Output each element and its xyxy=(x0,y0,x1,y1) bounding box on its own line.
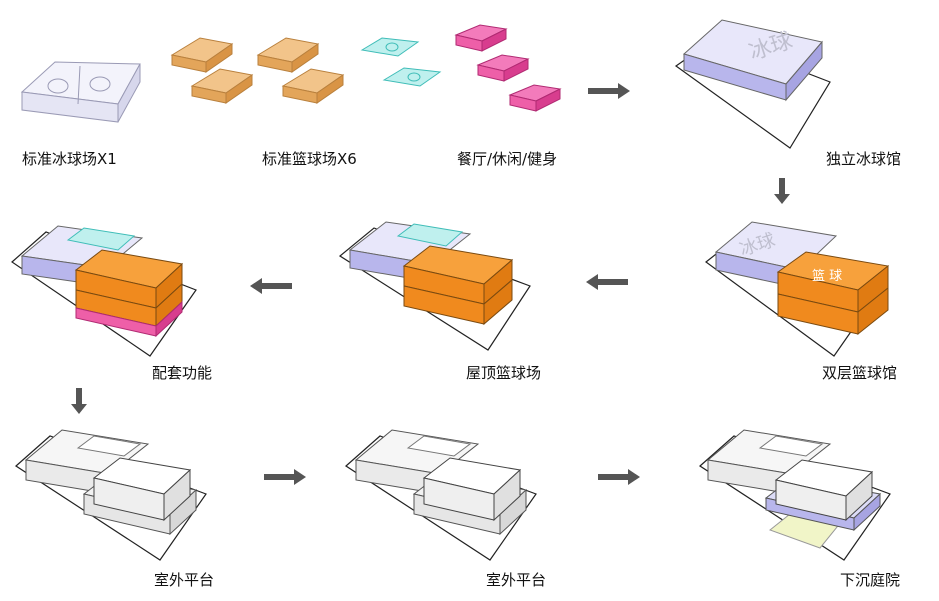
arrow-right-icon xyxy=(264,469,306,485)
label-sunken-courtyard: 下沉庭院 xyxy=(840,571,901,589)
court-tile xyxy=(256,37,320,73)
svg-text:篮 球: 篮 球 xyxy=(812,269,842,284)
arrow-down-icon xyxy=(71,388,87,414)
double-layer-basketball-diagram: 冰球 篮 球 xyxy=(705,221,890,357)
arrow-right-icon xyxy=(588,83,630,99)
arrow-left-icon xyxy=(586,274,628,290)
amenity-courts-teal xyxy=(360,37,442,87)
court-tile xyxy=(190,68,254,104)
arrow-left-icon xyxy=(250,278,292,294)
sunken-courtyard-diagram xyxy=(699,429,891,561)
independent-ice-arena-diagram: 冰球 xyxy=(674,19,831,149)
outdoor-platform-diagram-1 xyxy=(15,429,207,561)
label-independent-ice-arena: 独立冰球馆 xyxy=(826,150,902,168)
label-double-layer-basketball: 双层篮球馆 xyxy=(822,364,898,382)
label-supporting-functions: 配套功能 xyxy=(152,364,213,382)
label-outdoor-platform-1: 室外平台 xyxy=(154,571,215,589)
ice-rink-block xyxy=(20,61,141,123)
label-rooftop-court: 屋顶篮球场 xyxy=(466,364,542,382)
outdoor-platform-diagram-2 xyxy=(345,429,537,561)
supporting-functions-diagram xyxy=(11,225,197,357)
label-basketball-courts: 标准篮球场X6 xyxy=(262,150,357,168)
court-tile xyxy=(170,37,234,73)
basketball-court-tiles xyxy=(170,37,345,104)
arrow-down-icon xyxy=(774,178,790,204)
label-outdoor-platform-2: 室外平台 xyxy=(486,571,547,589)
label-ice-rink: 标准冰球场X1 xyxy=(22,150,117,168)
amenity-blocks-pink xyxy=(454,24,562,112)
court-tile xyxy=(281,68,345,104)
rooftop-basketball-diagram xyxy=(338,221,531,351)
label-amenities: 餐厅/休闲/健身 xyxy=(457,150,558,168)
arrow-right-icon xyxy=(598,469,640,485)
